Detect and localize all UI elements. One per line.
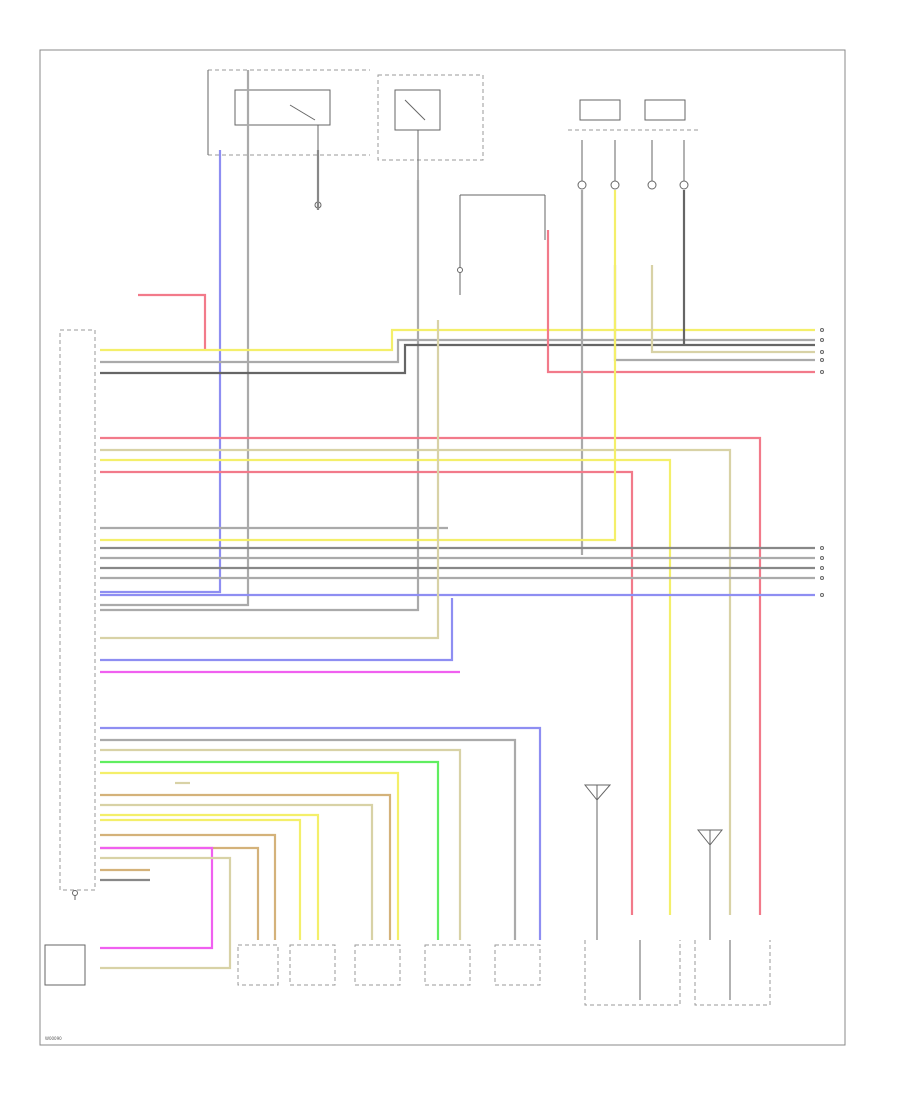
right-edge-markers (820, 328, 824, 597)
diagram-id: W00090 (45, 1036, 62, 1041)
diagram-frame (39, 49, 846, 1046)
power-relay-area (207, 69, 370, 209)
bottom-right-modules (583, 784, 771, 1006)
airbag-control-module (44, 329, 96, 986)
middle-harness (100, 265, 815, 915)
sensor-harness (100, 726, 542, 970)
cluster-connectors (568, 99, 700, 190)
feed-wires (100, 70, 420, 612)
tiny-labels: W00090 (45, 1036, 62, 1041)
relay-box (377, 74, 484, 185)
top-harness (100, 190, 815, 555)
occupant-module (457, 194, 546, 295)
bottom-sensors (237, 944, 541, 986)
